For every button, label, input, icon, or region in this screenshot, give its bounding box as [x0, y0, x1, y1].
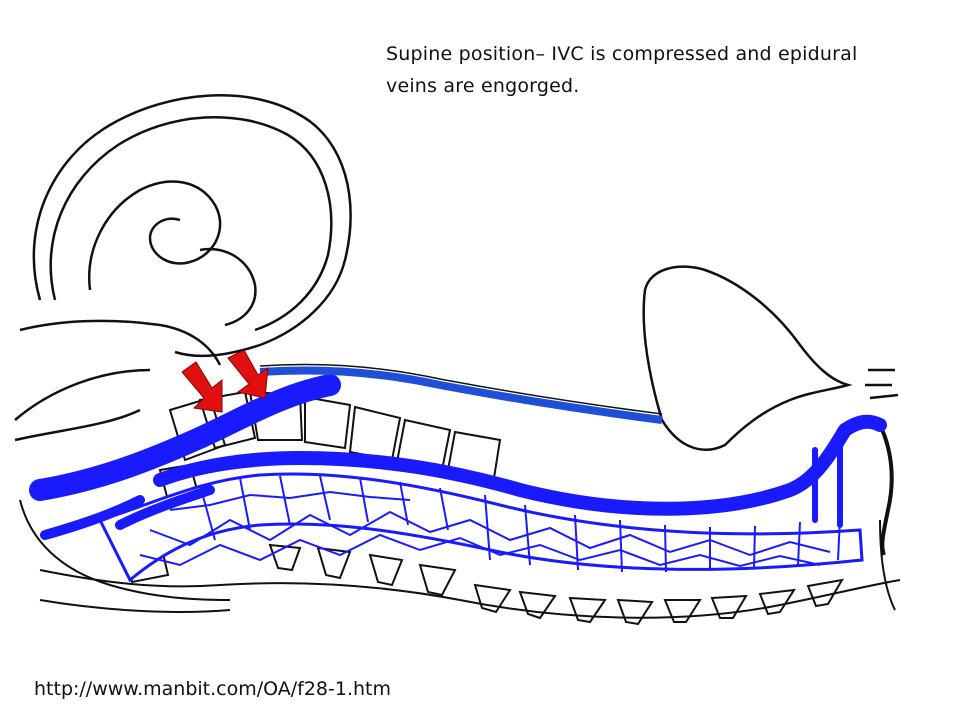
back-outline [19, 499, 896, 611]
source-url: http://www.manbit.com/OA/f28-1.htm [34, 678, 391, 700]
epidural-vein [29, 374, 887, 540]
pelvic-bone-outline [642, 265, 899, 556]
red-arrow-icon [181, 361, 223, 413]
spinous-processes [39, 543, 901, 626]
caption-line-1: Supine position– IVC is compressed and e… [386, 43, 858, 65]
fetal-head-outline [14, 94, 352, 442]
red-arrow-icon [227, 349, 269, 399]
compression-arrows [181, 349, 269, 413]
caption-text: Supine position– IVC is compressed and e… [386, 38, 906, 102]
epidural-venous-plexus [97, 472, 864, 583]
ivc-vessel [259, 363, 663, 424]
caption-line-2: veins are engorged. [386, 75, 580, 97]
